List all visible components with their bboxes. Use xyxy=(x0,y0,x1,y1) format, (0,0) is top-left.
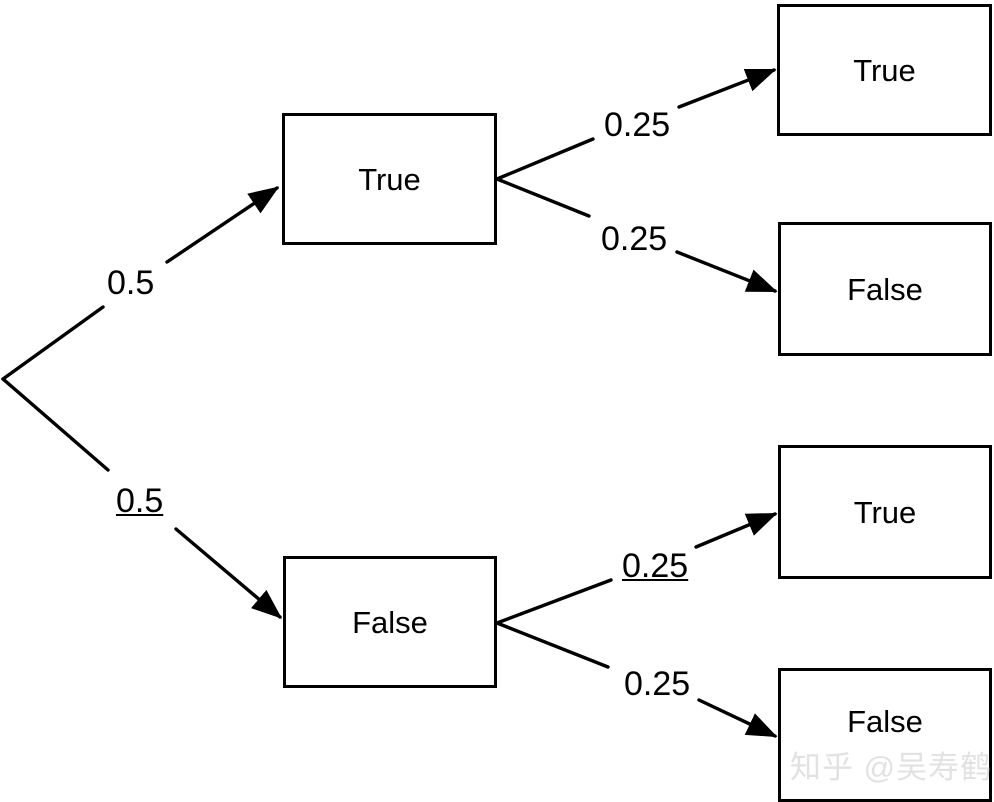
node-label: False xyxy=(847,703,923,739)
edge-true-to-true xyxy=(495,68,777,181)
edge-label-true-false: 0.25 xyxy=(601,220,668,258)
edge-true-to-false xyxy=(495,177,778,293)
node-label: False xyxy=(352,604,428,640)
edge-label-true-true: 0.25 xyxy=(604,106,671,144)
node-true-false-leaf[interactable]: False xyxy=(778,222,992,356)
edge-label-false-false: 0.25 xyxy=(624,665,691,703)
edge-false-to-true xyxy=(495,512,778,625)
node-label: True xyxy=(853,494,917,530)
node-label: True xyxy=(358,161,421,197)
node-true-true-leaf[interactable]: True xyxy=(777,4,992,136)
edge-label-root-false: 0.5 xyxy=(116,482,164,520)
edge-root-to-false xyxy=(1,377,283,619)
node-label: True xyxy=(853,52,916,88)
node-false-true-leaf[interactable]: True xyxy=(778,445,992,579)
node-false-false-leaf[interactable]: False xyxy=(778,668,992,802)
edge-root-to-true xyxy=(1,186,280,381)
watermark: 知乎 @吴寿鹤 xyxy=(790,750,993,785)
edge-false-to-false xyxy=(495,621,778,738)
node-label: False xyxy=(847,271,923,307)
edge-label-root-true: 0.5 xyxy=(107,264,155,302)
edge-label-false-true: 0.25 xyxy=(622,547,689,585)
node-true-level1[interactable]: True xyxy=(282,113,497,245)
node-false-level1[interactable]: False xyxy=(283,556,497,688)
